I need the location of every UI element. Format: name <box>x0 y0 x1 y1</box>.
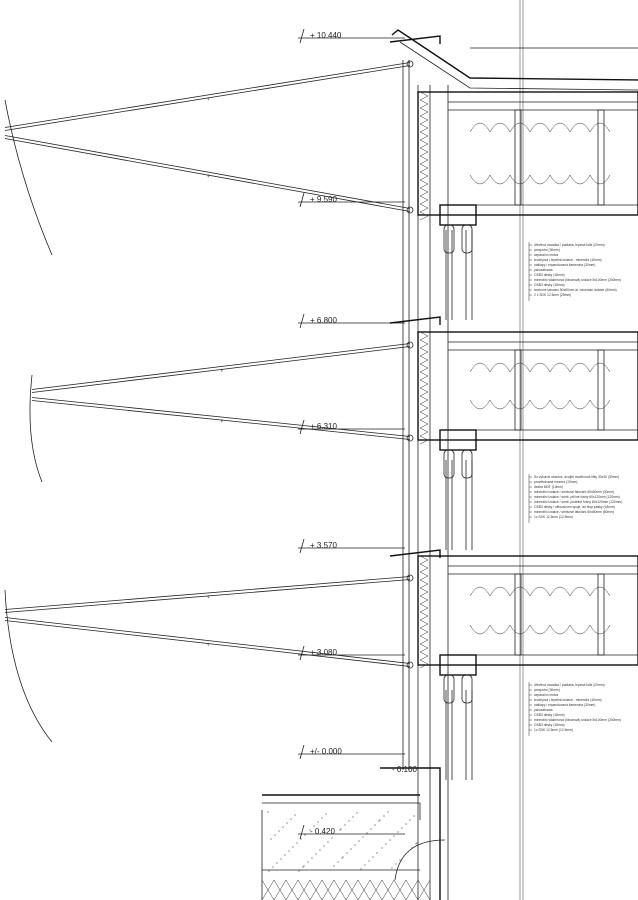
material-note: minerální vlákninová (škvárová) izolace … <box>534 278 621 282</box>
material-note: deska MDF (10mm) <box>534 485 563 489</box>
material-note: 1x SDK 12.5mm (12.5mm) <box>534 515 573 519</box>
floor-slab-1 <box>417 91 638 254</box>
material-note: OSB3 desky (18mm) <box>534 723 565 727</box>
level-6800: + 6.800 <box>310 316 337 325</box>
level-3570: + 3.570 <box>310 541 337 550</box>
window-1 <box>445 230 473 320</box>
material-note: dřevěná mozaika / podlaha, lepená folie … <box>534 243 605 247</box>
level-0000: +/- 0.000 <box>310 747 342 756</box>
material-note: OSB3 desky / slifovacomí spoje, air stop… <box>534 505 615 509</box>
material-note: kročejová / tepelná izolace - minerální … <box>534 258 602 262</box>
level-3080: + 3.080 <box>310 648 337 657</box>
canopy-2: ɸɸ <box>29 316 441 483</box>
material-note: minerální vlákninová (škvárová) izolace … <box>534 718 621 722</box>
material-note: nášlapy / expandovaná kamenina (30mm) <box>534 263 595 267</box>
material-note: minerální izolace / smrkové latování 60x… <box>534 510 614 514</box>
svg-text:ɸ: ɸ <box>208 642 210 646</box>
material-note: kročejová / tepelná izolace - minerální … <box>534 698 602 702</box>
material-note: OSB3 desky (18mm) <box>534 283 565 287</box>
material-note: dřevěná mozaika / podlaha, lepená folie … <box>534 683 605 687</box>
floor-slab-2 <box>417 331 638 479</box>
material-notes: dřevěná mozaika / podlaha, lepená folie … <box>528 242 622 736</box>
level-minus-0100: - 0.100 <box>392 765 417 774</box>
material-note: Sz vykurné okenice, dvojité modřínové li… <box>534 475 619 479</box>
material-note: 1x SDK 12.5mm (12.5mm) <box>534 728 573 732</box>
window-3 <box>445 690 473 780</box>
material-note: parozábrana <box>534 268 553 272</box>
material-note: armýzdní (30mm) <box>534 248 560 252</box>
material-note: minerální izolace / smrkové latování 60x… <box>534 490 614 494</box>
material-note: 2 x SDK 12.5mm (25mm) <box>534 293 571 297</box>
material-note: minerální izolace / smrk. podélné fošny … <box>534 500 622 504</box>
material-note: armýzdní (30mm) <box>534 688 560 692</box>
svg-text:ɸ: ɸ <box>208 174 210 178</box>
svg-text:ɸ: ɸ <box>221 368 223 372</box>
material-note: provětrávaná mezera (19mm) <box>534 480 577 484</box>
level-minus-0420: - 0.420 <box>310 827 335 836</box>
svg-text:ɸ: ɸ <box>208 97 210 101</box>
level-10440: + 10.440 <box>310 31 342 40</box>
material-note: minerální izolace / smrk. příčné fošny 6… <box>534 495 620 499</box>
canopy-1: ɸɸ <box>4 35 441 256</box>
level-markers: + 10.440 + 9.590 + 6.800 + 6.310 + 3.570… <box>310 31 417 836</box>
material-note: separační vrstva <box>534 253 558 257</box>
material-note: parozábrana <box>534 708 553 712</box>
material-note: OSB3 desky (18mm) <box>534 273 565 277</box>
material-note: separační vrstva <box>534 693 558 697</box>
level-6310: + 6.310 <box>310 422 337 431</box>
window-2 <box>445 460 473 550</box>
material-note: smrkové latování 50x60mm al. minerální i… <box>534 288 617 292</box>
material-note: OSB3 desky (18mm) <box>534 713 565 717</box>
svg-text:ɸ: ɸ <box>221 419 223 423</box>
canopy-3: ɸɸ <box>4 549 441 743</box>
svg-text:ɸ: ɸ <box>208 595 210 599</box>
level-9590: + 9.590 <box>310 195 337 204</box>
floor-slab-3 <box>417 555 638 704</box>
material-note: nášlapy / expandovaná kamenina (30mm) <box>534 703 595 707</box>
